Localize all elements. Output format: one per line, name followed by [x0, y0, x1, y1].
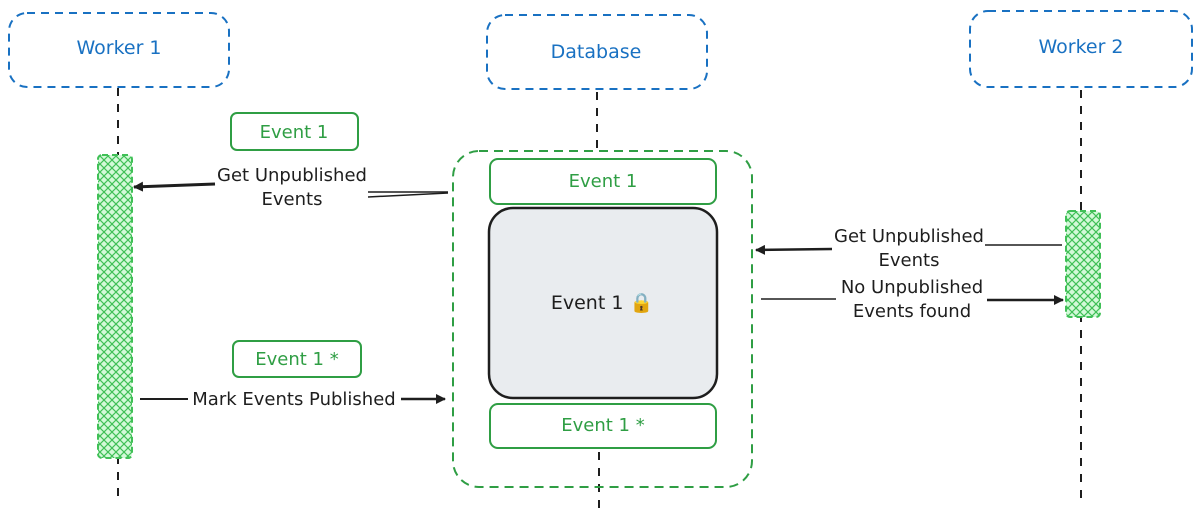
db-event-bottom: Event 1 * [489, 403, 717, 449]
message-label-line1: No Unpublished [841, 277, 983, 298]
database-event-group [452, 150, 753, 488]
worker2-activation-bar [1065, 210, 1101, 318]
event-label: Event 1 * [255, 349, 338, 370]
message-label-line1: Get Unpublished [834, 226, 984, 247]
db-event-top: Event 1 [489, 158, 717, 205]
participant-label: Worker 1 [76, 37, 161, 59]
worker1-activation-bar [97, 154, 133, 459]
message-label-line2: Events [262, 189, 323, 210]
event-label: Event 1 [260, 122, 329, 143]
message-label-line1: Get Unpublished [217, 165, 367, 186]
message-mark-events-published: Mark Events Published [140, 389, 446, 410]
participant-label: Worker 2 [1038, 36, 1123, 58]
message-get-unpublished-worker2: Get Unpublished Events [755, 226, 1062, 271]
message-label-line2: Events [879, 250, 940, 271]
message-label: Mark Events Published [192, 389, 395, 410]
participant-database: Database [486, 14, 708, 90]
message-get-unpublished-worker1: Get Unpublished Events [133, 165, 449, 210]
worker1-event-marked: Event 1 * [232, 340, 362, 378]
locked-event-label: Event 1 🔒 [551, 292, 653, 314]
event-label: Event 1 * [561, 415, 644, 436]
worker1-event-fetched: Event 1 [230, 112, 359, 151]
participant-worker1: Worker 1 [8, 12, 230, 88]
message-label-line2: Events found [853, 301, 971, 322]
participant-label: Database [551, 41, 642, 63]
event-label: Event 1 [569, 171, 638, 192]
db-event-locked: Event 1 🔒 [487, 206, 719, 400]
participant-worker2: Worker 2 [969, 10, 1193, 88]
message-no-unpublished-found: No Unpublished Events found [761, 277, 1064, 322]
